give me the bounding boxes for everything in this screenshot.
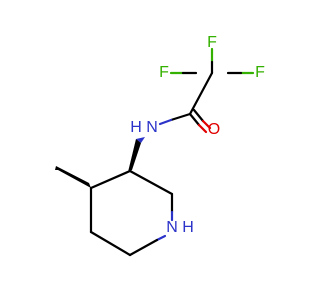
wedge-n-c3-blue xyxy=(136,137,145,143)
atom-ring-nitrogen: N xyxy=(166,219,178,236)
bond-n-c6-blue xyxy=(155,234,167,242)
atom-fluorine-top: F xyxy=(207,34,217,51)
wedge-n-c3-black xyxy=(128,139,141,172)
bond-carbonyl-o-1-red xyxy=(197,123,208,134)
atom-amide-nitrogen: N xyxy=(146,119,158,136)
atom-oxygen: O xyxy=(208,121,220,138)
bond-carbonyl-o-2-red xyxy=(201,119,212,130)
bond-c6-c5 xyxy=(89,230,132,257)
bond-cf3-carbonyl xyxy=(188,71,214,116)
bond-carbonyl-o-1-black xyxy=(188,112,201,127)
bond-carbonyl-n-blue xyxy=(158,118,173,126)
atom-amide-hydrogen: H xyxy=(130,119,142,136)
atom-fluorine-right: F xyxy=(255,64,265,81)
bond-carbonyl-o-2-black xyxy=(192,108,205,123)
wedge-c4-methyl xyxy=(55,166,91,188)
bond-n-c6-black xyxy=(128,238,159,257)
atom-ring-hydrogen: H xyxy=(182,219,194,236)
atom-fluorine-left: F xyxy=(159,64,169,81)
bond-c3-c2 xyxy=(128,169,174,196)
bond-carbonyl-n-black xyxy=(169,112,192,122)
bond-c4-c3 xyxy=(89,169,132,190)
molecule-diagram: F F F O N H N H xyxy=(55,34,266,257)
structure-svg: F F F O N H N H xyxy=(55,34,265,257)
